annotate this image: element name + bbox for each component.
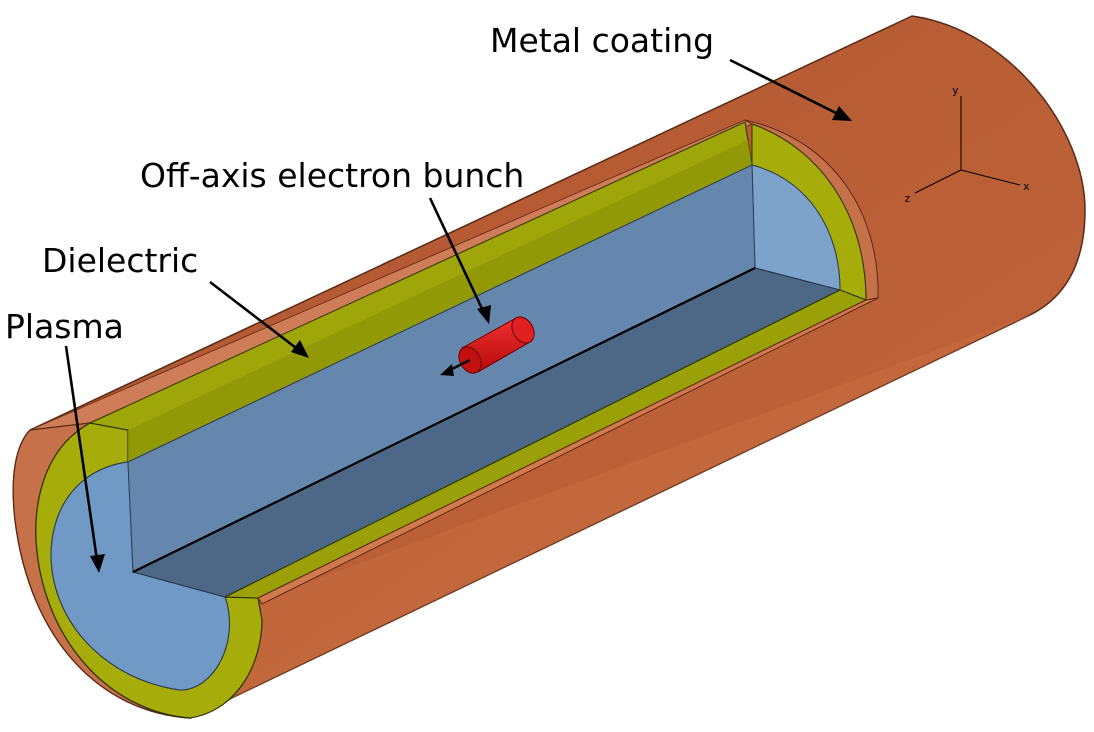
axis-label-y: y (952, 84, 959, 97)
label-off-axis-electron-bunch: Off-axis electron bunch (140, 156, 524, 195)
metal-lower-shade (190, 315, 1030, 718)
label-metal-coating: Metal coating (490, 21, 714, 60)
label-dielectric: Dielectric (42, 241, 198, 280)
plasma-front-face (50, 461, 230, 691)
dielectric-arrow-line (209, 280, 301, 353)
axis-label-z: z (904, 192, 911, 205)
dielectric-top-strip-face (128, 140, 752, 462)
axis-line (132, 267, 756, 573)
bunch-direction-arrow (440, 358, 471, 376)
plasma-arrow-head (90, 554, 105, 573)
bunch-arrow-head (477, 305, 491, 324)
bunch-arrow-line (428, 197, 486, 314)
coordinate-triad: y x z (904, 84, 1030, 205)
metal-arrow-line (729, 58, 843, 118)
dielectric-arrow-head (291, 340, 309, 358)
callout-arrows (64, 58, 852, 573)
plasma-arrow-line (64, 345, 99, 561)
axis-label-x: x (1023, 180, 1030, 193)
label-plasma: Plasma (5, 307, 124, 346)
metal-bottom-strip (257, 297, 879, 605)
metal-arrow-head (832, 106, 852, 121)
